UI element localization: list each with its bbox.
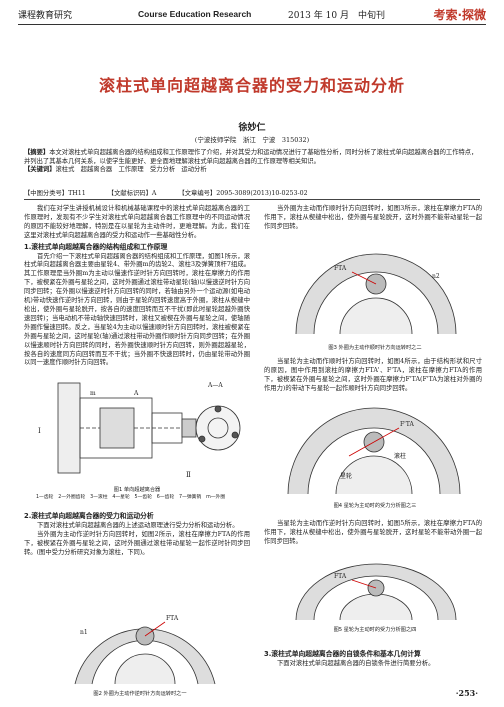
section1-heading: 1.滚柱式单向超越离合器的结构组成和工作原理 [24,242,168,251]
figure-3-diagram: FTA n2 [295,253,457,335]
right-column-para-1: 当外圈为主动而作顺时针方向回转时，如图3所示，滚柱在摩擦力FTA的作用下，滚柱从… [264,205,482,232]
page-number: ·253· [455,688,478,698]
fig2-label-force: FTA [166,615,179,622]
fig1-label-m: m [90,390,96,397]
fig4-label-force2: F'TA [400,421,414,428]
figure-2-diagram: FTA n1 [74,615,216,685]
section3-heading: 3.滚柱式单向超越离合器的自锁条件和基本几何计算 [264,650,421,658]
figure-4-diagram: 星轮 滚柱 F'TA [287,407,461,495]
section2-text-1: 下面对滚柱式单向超越离合器的上述运动原理进行受力分析和运动分析。 [37,521,239,529]
abstract-block: 【摘要】本文对滚柱式单向超越离合器的结构组成和工作原理作了介绍，并对其受力和运动… [24,149,480,175]
article-affiliation: (宁波技师学院 浙江 宁波 315032) [194,136,310,144]
fig3-label-force: FTA [334,265,347,272]
section-title: 考索·探微 [433,7,486,22]
intro-paragraph: 我们在对学生讲授机械设计和机械基础课程中的滚柱式单向超越离合器的工作原理时，发现… [24,205,250,239]
figure-5-diagram: FTA [295,563,457,621]
keywords-label: 【关键词】 [24,166,56,174]
clc-number: 【中图分类号】TH11 [24,190,86,197]
fig4-label-star: 星轮 [340,472,352,480]
right-column-section-3: 3.滚柱式单向超越离合器的自锁条件和基本几何计算 下面对滚柱式单向超越离合器的自… [264,648,482,669]
journal-name-en: Course Education Research [138,9,252,19]
figure-4-caption: 图4 星轮为主动时的受力分析图之三 [333,503,417,509]
figure-3-caption: 图3 外圈为主动作顺时针方向运转时之二 [328,345,422,351]
article-author: 徐妙仁 [238,123,266,133]
fig2-label-n1: n1 [80,629,88,636]
fig1-label-I: Ⅰ [38,427,41,435]
divider [24,199,480,200]
figure-2-caption: 图2 外圈为主动作逆时针方向运转时之一 [93,691,187,697]
section3-text: 下面对滚柱式单向超越离合器的自锁条件进行简要分析。 [277,659,435,667]
figure-1-diagram: A—A Ⅰ Ⅱ A m [38,382,241,479]
fig1-label-II: Ⅱ [186,471,191,479]
right-column-para-3: 当星轮为主动而作逆时针方向回转时，如图5所示，滚柱在摩擦力FTA的作用下，滚柱从… [264,520,482,547]
right-column-para-2: 当星轮为主动而作顺时针方向回转时，如图4所示，由于结构形状和尺寸的原因，图中作用… [264,358,482,394]
running-header: 课程教育研究 Course Education Research 2013 年 … [18,4,486,25]
fig4-label-roller: 滚柱 [394,452,406,460]
journal-name: 课程教育研究 [18,10,73,21]
fig1-label-A: A [133,390,139,397]
article-number: 【文章编号】2095-3089(2013)10-0253-02 [178,190,308,197]
fig5-label-force: FTA [334,573,347,580]
keywords-text: 滚柱式 超越离合器 工作原理 受力分析 运动分析 [55,166,207,174]
figure-1-legend: 1—齿轮 2—外圈齿轮 3—滚柱 4—星轮 5—齿轮 6—齿轮 7—弹簧销 m—… [36,495,226,500]
section2-heading: 2.滚柱式单向超越离合器的受力和运动分析 [24,512,154,520]
left-column-bottom: 2.滚柱式单向超越离合器的受力和运动分析 下面对滚柱式单向超越离合器的上述运动原… [24,510,250,558]
right-text-3: 当星轮为主动而作逆时针方向回转时，如图5所示，滚柱在摩擦力FTA的作用下，滚柱从… [264,520,482,545]
right-text-2: 当星轮为主动而作顺时针方向回转时，如图4所示，由于结构形状和尺寸的原因，图中作用… [264,358,482,392]
fig3-label-n2: n2 [432,273,440,280]
abstract-text: 本文对滚柱式单向超越离合器的结构组成和工作原理作了介绍，并对其受力和运动情况进行… [24,149,478,165]
article-meta: 【中图分类号】TH11 【文献标识码】A 【文章编号】2095-3089(201… [24,188,480,197]
doc-code: 【文献标识码】A [107,190,157,197]
article-title: 滚柱式单向超越离合器的受力和运动分析 [98,76,405,95]
right-text-1: 当外圈为主动而作顺时针方向回转时，如图3所示，滚柱在摩擦力FTA的作用下，滚柱从… [264,205,482,230]
issue-info: 2013 年 10 月 中旬刊 [288,10,385,21]
figure-5-caption: 图5 星轮为主动时的受力分析图之四 [333,627,417,633]
section2-text-2: 当外圈为主动作逆时针方向回转时，如图2所示，滚柱在摩擦力FTA的作用下，被楔紧在… [24,530,250,556]
figure-1-caption: 图1 单向超越离合器 [113,487,161,493]
left-column-top: 我们在对学生讲授机械设计和机械基础课程中的滚柱式单向超越离合器的工作原理时，发现… [24,205,250,406]
fig1-label-AA: A—A [207,382,223,389]
section1-text: 首先介绍一下滚柱式单向超越离合器的结构组成和工作原理，如图1所示，滚柱式单向超越… [24,252,250,367]
abstract-label: 【摘要】 [24,149,50,156]
